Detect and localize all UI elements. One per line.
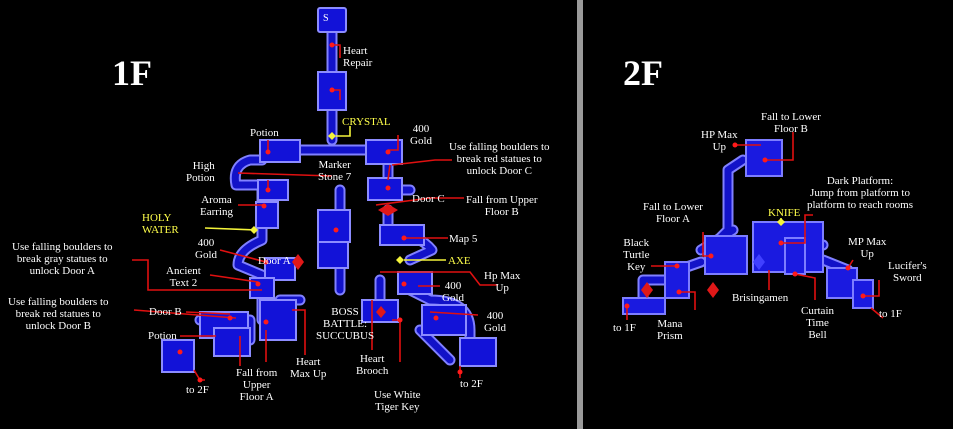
label-2f-to-1f-left: to 1F [613, 322, 636, 334]
label-2f-hp-max-up: HP Max Up [701, 129, 738, 153]
label-door-a: Door A [258, 255, 291, 267]
label-door-c: Door C [412, 193, 445, 205]
label-2f-fall-lower-a: Fall to Lower Floor A [643, 201, 703, 225]
map-panel-1f: 1F [8, 7, 550, 413]
label-2f-black-turtle-key: Black Turtle Key [623, 237, 650, 273]
label-hp-max-up: Hp Max Up [484, 270, 521, 294]
room-door-c [367, 177, 403, 201]
map-2f-graphic [622, 132, 884, 320]
label-gold-mid: 400 Gold [442, 280, 464, 304]
label-map5: Map 5 [449, 233, 478, 245]
panel-divider [577, 0, 583, 429]
label-ancient-text: Ancient Text 2 [166, 265, 201, 289]
room-2f-to1f-left [622, 297, 666, 315]
room-2f-hp-max [745, 139, 783, 177]
room-aroma [255, 201, 279, 229]
room-to-2f-right [459, 337, 497, 367]
label-boulders-gray-a: Use falling boulders to break gray statu… [12, 241, 113, 277]
label-aroma-earring: Aroma Earring [200, 194, 233, 218]
label-boulders-red-c: Use falling boulders to break red statue… [449, 141, 550, 177]
label-boss-battle: BOSS BATTLE: SUCCUBUS [316, 306, 375, 342]
label-2f-dark-platform: Dark Platform: Jump from platform to pla… [807, 175, 913, 211]
room-marker [317, 209, 351, 243]
rooms-1f [161, 7, 497, 373]
room-map5 [379, 224, 425, 246]
floor-title-1f: 1F [112, 53, 152, 93]
pointer-lines-1f [132, 44, 498, 381]
rooms-2f [622, 139, 874, 315]
room-door-a [264, 257, 296, 281]
statues-1f [292, 204, 398, 318]
room-fall-upper-a [213, 327, 251, 357]
label-2f-to-1f-right: to 1F [879, 308, 902, 320]
label-potion-bottom: Potion [148, 330, 177, 342]
item-markers-2f [624, 142, 866, 309]
label-boulders-red-b: Use falling boulders to break red statue… [8, 296, 109, 332]
label-gold-top: 400 Gold [410, 123, 432, 147]
room-start [317, 7, 347, 33]
room-gold-right [421, 304, 467, 336]
room-gold-top [365, 139, 403, 165]
room-potion-bottom [161, 339, 195, 373]
label-gold-right: 400 Gold [484, 310, 506, 334]
label-holy-water: HOLY WATER [142, 212, 179, 236]
room-boss [317, 241, 349, 269]
map-panel-2f: 2F [583, 0, 953, 429]
label-heart-max-up: Heart Max Up [290, 356, 327, 380]
label-axe: AXE [448, 255, 471, 267]
item-markers-1f [177, 42, 463, 383]
label-heart-brooch: Heart Brooch [356, 353, 389, 377]
label-2f-fall-lower-b: Fall to Lower Floor B [761, 111, 821, 135]
floor-title-2f: 2F [623, 53, 663, 93]
statues-2f [641, 254, 765, 298]
map-1f-graphic [132, 7, 498, 383]
room-high-potion [257, 179, 289, 201]
label-to-2f-left: to 2F [186, 384, 209, 396]
label-2f-lucifers-sword: Lucifer's Sword [888, 260, 927, 284]
label-to-2f-right: to 2F [460, 378, 483, 390]
label-heart-repair: Heart Repair [343, 45, 373, 69]
label-gold-left: 400 Gold [195, 237, 217, 261]
label-potion-top: Potion [250, 127, 279, 139]
label-fall-upper-a: Fall from Upper Floor A [236, 367, 278, 403]
label-white-tiger-key: Use White Tiger Key [374, 389, 421, 413]
label-2f-brisingamen: Brisingamen [732, 292, 789, 304]
label-fall-upper-b: Fall from Upper Floor B [466, 194, 538, 218]
label-start: S [323, 13, 329, 24]
label-2f-curtain-time-bell: Curtain Time Bell [801, 305, 834, 341]
label-marker-stone: Marker Stone 7 [318, 159, 352, 183]
label-2f-mp-max-up: MP Max Up [848, 236, 887, 260]
room-potion-top [259, 139, 301, 163]
pointer-lines-2f [626, 132, 884, 320]
label-crystal: CRYSTAL [342, 116, 391, 128]
label-door-b: Door B [149, 306, 182, 318]
label-2f-mana-prism: Mana Prism [657, 318, 683, 342]
label-high-potion: High Potion [186, 160, 215, 184]
label-2f-knife: KNIFE [768, 207, 801, 219]
